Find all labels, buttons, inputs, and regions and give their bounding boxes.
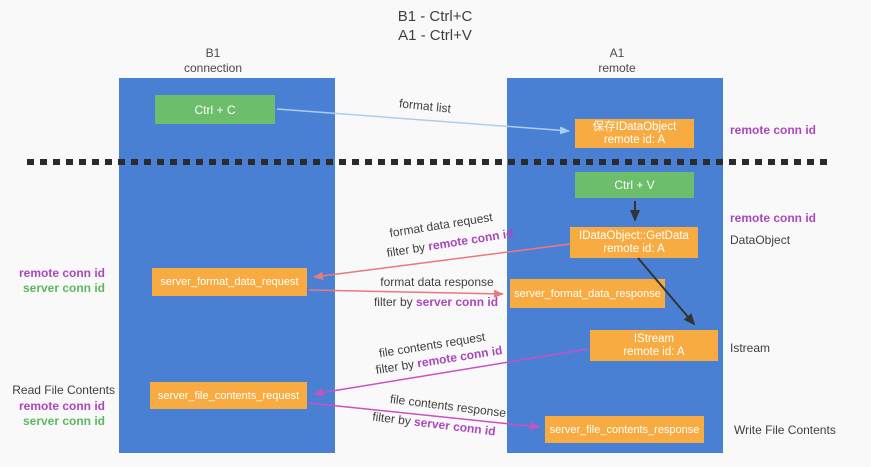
lane-b1-subtitle: connection <box>183 61 243 75</box>
node-ctrl-v-label: Ctrl + V <box>614 178 655 192</box>
lane-b1-title: B1 <box>205 46 221 60</box>
filter-by-text: filter by <box>385 240 427 260</box>
node-server-format-data-response: server_format_data_response <box>510 279 665 308</box>
label-server-conn-id-left-bottom: server conn id <box>22 414 105 428</box>
node-istream-line1: IStream <box>633 332 675 345</box>
label-server-conn-id-left-top: server conn id <box>22 281 105 295</box>
node-server-format-data-request-label: server_format_data_request <box>160 276 299 288</box>
label-filter-by-server-conn-id-1: filter by server conn id <box>374 295 498 309</box>
label-remote-conn-id-left-bottom: remote conn id <box>18 399 105 413</box>
lane-a1-subtitle: remote <box>598 61 636 75</box>
node-ctrl-c-label: Ctrl + C <box>194 102 236 117</box>
node-idataobject-getdata: IDataObject::GetData remote id: A <box>570 227 698 258</box>
label-group-left-conn-ids-bottom: remote conn id server conn id <box>5 399 105 429</box>
title-line-1: B1 - Ctrl+C <box>397 8 473 25</box>
lane-header-b1: B1 connection <box>184 46 242 76</box>
node-server-file-contents-response: server_file_contents_response <box>545 416 704 443</box>
label-istream: Istream <box>730 341 771 355</box>
lane-a1-title: A1 <box>609 46 625 60</box>
node-getdata-line2: remote id: A <box>603 242 665 255</box>
filter-by-text: filter by <box>371 409 412 429</box>
node-ctrl-v: Ctrl + V <box>575 172 694 198</box>
node-istream-line2: remote id: A <box>623 345 685 358</box>
node-save-idataobject-line1: 保存IDataObject <box>592 120 677 133</box>
label-format-list: format list <box>398 96 452 116</box>
server-conn-id-text: server conn id <box>416 295 499 309</box>
node-ctrl-c: Ctrl + C <box>155 95 275 124</box>
label-remote-conn-id-right-mid: remote conn id <box>730 211 817 225</box>
label-write-file-contents: Write File Contents <box>734 423 836 437</box>
node-save-idataobject-line2: remote id: A <box>603 133 666 146</box>
filter-by-text: filter by <box>373 295 413 309</box>
label-read-file-contents: Read File Contents <box>12 383 115 397</box>
node-server-file-contents-response-label: server_file_contents_response <box>549 423 700 436</box>
label-remote-conn-id-right-top: remote conn id <box>730 123 817 137</box>
label-remote-conn-id-left-top: remote conn id <box>18 266 105 280</box>
server-conn-id-text: server conn id <box>413 414 497 439</box>
title-line-2: A1 - Ctrl+V <box>398 27 472 44</box>
lane-header-a1: A1 remote <box>598 46 635 76</box>
label-group-left-conn-ids-top: remote conn id server conn id <box>5 266 105 296</box>
label-dataobject: DataObject <box>730 233 791 247</box>
node-server-file-contents-request: server_file_contents_request <box>150 382 307 409</box>
node-server-format-data-response-label: server_format_data_response <box>514 287 661 300</box>
node-server-file-contents-request-label: server_file_contents_request <box>157 389 300 402</box>
node-server-format-data-request: server_format_data_request <box>152 268 307 296</box>
label-format-data-response: format data response <box>380 275 494 289</box>
arrow-format-data-response <box>308 289 504 298</box>
node-save-idataobject: 保存IDataObject remote id: A <box>575 119 694 148</box>
diagram-title: B1 - Ctrl+C A1 - Ctrl+V <box>398 7 473 45</box>
node-getdata-line1: IDataObject::GetData <box>579 229 689 242</box>
node-istream: IStream remote id: A <box>590 330 718 361</box>
